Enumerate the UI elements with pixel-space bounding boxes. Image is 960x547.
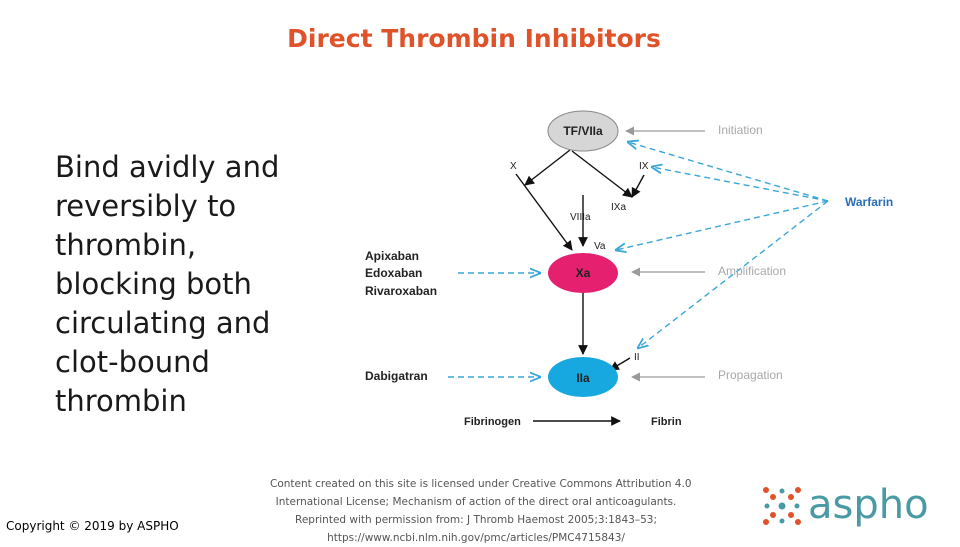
bullet-line: reversibly to [55,189,237,223]
arrow-warfarin-to-ii [638,200,829,348]
coagulation-diagram: TF/VIIa Xa IIa X IX IXa VIIIa Va II Fibr… [365,110,893,428]
tf-viia-node [547,110,619,152]
drug-warfarin: Warfarin [845,195,893,209]
bullet-line: thrombin, [55,228,197,262]
drug-apixaban: Apixaban [365,249,419,263]
factor-ii-label: II [634,352,640,363]
stage-initiation: Initiation [718,123,763,137]
iia-node [548,357,618,397]
drug-dabigatran: Dabigatran [365,369,428,383]
factor-viiia-label: VIIIa [570,212,591,223]
drug-arrows [448,273,540,377]
fibrin-label: Fibrin [651,416,682,428]
slide-title: Direct Thrombin Inhibitors [287,24,661,53]
bullet-line: blocking both [55,267,252,301]
bullet-line: circulating and [55,306,271,340]
stage-amplification: Amplification [718,264,786,278]
warfarin-arrows [616,142,829,348]
factor-ix-label: IX [639,161,649,172]
arrow-warfarin-to-tf [628,142,829,202]
bullet-line: Bind avidly and [55,150,280,184]
factor-va-label: Va [594,241,606,252]
arrow-warfarin-to-ix [652,167,829,202]
xa-label: Xa [576,266,591,280]
credit-line: Content created on this site is licensed… [270,478,692,490]
arrow-warfarin-to-x [616,200,829,250]
aspho-logo-mark-icon [763,487,801,525]
aspho-logo: aspho [760,482,940,528]
fibrinogen-label: Fibrinogen [464,416,521,428]
arrow-x-down [515,173,573,251]
credit-line: Reprinted with permission from: J Thromb… [295,514,657,526]
drug-edoxaban: Edoxaban [365,266,422,280]
arrow-ix-down [631,174,645,198]
factor-ixa-label: IXa [611,202,626,213]
factor-x-label: X [510,161,517,172]
credit-line: https://www.ncbi.nlm.nih.gov/pmc/article… [327,532,625,544]
xa-node [548,253,618,293]
arrow-tf-to-ixa [571,150,633,198]
arrow-tf-to-x [524,149,571,186]
tf-viia-label: TF/VIIa [563,124,603,138]
credit-line: International License; Mechanism of acti… [275,496,677,508]
stage-arrows [625,126,705,382]
pathway-arrows [515,149,645,426]
stage-propagation: Propagation [718,368,783,382]
copyright-text: Copyright © 2019 by ASPHO [6,519,179,533]
bullet-text: Bind avidly and reversibly to thrombin, … [55,148,305,421]
drug-rivaroxaban: Rivaroxaban [365,284,437,298]
bullet-line: clot-bound [55,345,210,379]
iia-label: IIa [576,371,590,385]
bullet-line: thrombin [55,384,187,418]
license-credit: Content created on this site is licensed… [270,475,692,547]
aspho-logo-word: aspho [808,482,929,528]
